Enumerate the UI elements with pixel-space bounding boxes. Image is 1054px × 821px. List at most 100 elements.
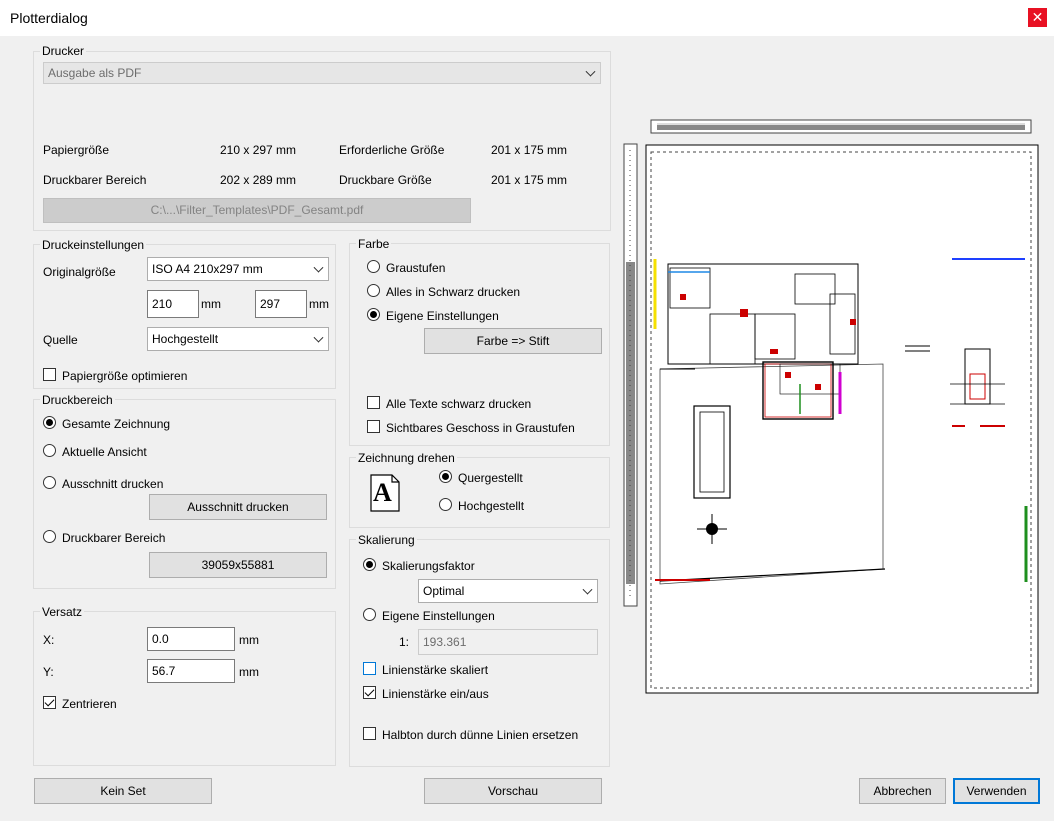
hoch-radio[interactable]	[439, 498, 452, 511]
chevron-down-icon	[313, 262, 324, 273]
druckeinstellungen-legend: Druckeinstellungen	[40, 238, 147, 252]
quelle-label: Quelle	[43, 333, 78, 347]
faktor-select[interactable]: Optimal	[418, 579, 598, 603]
skaliert-label: Linienstärke skaliert	[382, 663, 489, 677]
window-title: Plotterdialog	[10, 10, 88, 26]
druckbarer-radio[interactable]	[43, 530, 56, 543]
druckbarer-bereich-label: Druckbarer Bereich	[43, 173, 147, 187]
x-unit: mm	[239, 633, 259, 647]
printer-value: Ausgabe als PDF	[48, 66, 142, 80]
quer-label: Quergestellt	[458, 471, 523, 485]
quer-radio[interactable]	[439, 470, 452, 483]
eigene-farbe-radio[interactable]	[367, 308, 380, 321]
abbrechen-button[interactable]: Abbrechen	[859, 778, 946, 804]
size-button[interactable]: 39059x55881	[149, 552, 327, 578]
chevron-down-icon	[313, 332, 324, 343]
ausschnitt-button[interactable]: Ausschnitt drucken	[149, 494, 327, 520]
zentrieren-checkbox[interactable]	[43, 696, 56, 709]
preview-canvas	[623, 119, 1039, 694]
ausschnitt-radio[interactable]	[43, 476, 56, 489]
optimieren-checkbox[interactable]	[43, 368, 56, 381]
faktor-value: Optimal	[423, 584, 465, 598]
farbe-stift-button[interactable]: Farbe => Stift	[424, 328, 602, 354]
x-input[interactable]: 0.0	[147, 627, 235, 651]
faktor-label: Skalierungsfaktor	[382, 559, 475, 573]
pdf-path-button[interactable]: C:\...\Filter_Templates\PDF_Gesamt.pdf	[43, 198, 471, 223]
halbton-label: Halbton durch dünne Linien ersetzen	[382, 728, 579, 742]
preview-panel	[620, 114, 1044, 708]
geschoss-label: Sichtbares Geschoss in Graustufen	[386, 421, 575, 435]
aktuelle-radio[interactable]	[43, 444, 56, 457]
y-label: Y:	[43, 665, 54, 679]
page-orientation-icon: A	[370, 474, 400, 512]
texte-schwarz-checkbox[interactable]	[367, 396, 380, 409]
papiergroesse-label: Papiergröße	[43, 143, 110, 157]
ausschnitt-label: Ausschnitt drucken	[62, 477, 164, 491]
skalierung-legend: Skalierung	[356, 533, 417, 547]
quelle-value: Hochgestellt	[152, 332, 219, 346]
druckbare-groesse-label: Druckbare Größe	[339, 173, 432, 187]
schwarz-label: Alles in Schwarz drucken	[386, 285, 521, 299]
ratio-input[interactable]: 193.361	[418, 629, 598, 655]
farbe-legend: Farbe	[356, 237, 392, 251]
width-input[interactable]: 210	[147, 290, 199, 318]
eigene-skal-radio[interactable]	[363, 608, 376, 621]
druckbarer-bereich-value: 202 x 289 mm	[220, 173, 297, 187]
einaus-checkbox[interactable]	[363, 686, 376, 699]
originalgroesse-value: ISO A4 210x297 mm	[152, 262, 263, 276]
y-unit: mm	[239, 665, 259, 679]
druckbarer-label: Druckbarer Bereich	[62, 531, 166, 545]
optimieren-label: Papiergröße optimieren	[62, 369, 188, 383]
height-input[interactable]: 297	[255, 290, 307, 318]
geschoss-checkbox[interactable]	[367, 420, 380, 433]
close-button[interactable]: ✕	[1028, 8, 1047, 27]
height-unit: mm	[309, 297, 329, 311]
printer-select[interactable]: Ausgabe als PDF	[43, 62, 601, 84]
width-unit: mm	[201, 297, 221, 311]
ratio-prefix: 1:	[399, 635, 410, 649]
papiergroesse-value: 210 x 297 mm	[220, 143, 297, 157]
y-input[interactable]: 56.7	[147, 659, 235, 683]
eigene-farbe-label: Eigene Einstellungen	[386, 309, 499, 323]
schwarz-radio[interactable]	[367, 284, 380, 297]
drehen-group	[349, 457, 610, 528]
hoch-label: Hochgestellt	[458, 499, 525, 513]
verwenden-button[interactable]: Verwenden	[953, 778, 1040, 804]
erforderliche-value: 201 x 175 mm	[491, 143, 568, 157]
drucker-legend: Drucker	[40, 44, 87, 58]
zentrieren-label: Zentrieren	[62, 697, 117, 711]
druckeinstellungen-group	[33, 244, 336, 389]
einaus-label: Linienstärke ein/aus	[382, 687, 489, 701]
chevron-down-icon	[582, 584, 593, 595]
gesamte-label: Gesamte Zeichnung	[62, 417, 171, 431]
drehen-legend: Zeichnung drehen	[356, 451, 457, 465]
page-orientation-letter: A	[373, 478, 392, 507]
vorschau-button[interactable]: Vorschau	[424, 778, 602, 804]
chevron-down-icon	[585, 66, 596, 77]
druckbare-groesse-value: 201 x 175 mm	[491, 173, 568, 187]
originalgroesse-label: Originalgröße	[43, 265, 116, 279]
graustufen-label: Graustufen	[386, 261, 446, 275]
title-bar	[0, 0, 1054, 36]
druckbereich-legend: Druckbereich	[40, 393, 115, 407]
druckbereich-group	[33, 399, 336, 589]
erforderliche-label: Erforderliche Größe	[339, 143, 445, 157]
gesamte-radio[interactable]	[43, 416, 56, 429]
faktor-radio[interactable]	[363, 558, 376, 571]
farbe-group	[349, 243, 610, 446]
texte-schwarz-label: Alle Texte schwarz drucken	[386, 397, 532, 411]
aktuelle-label: Aktuelle Ansicht	[62, 445, 147, 459]
eigene-skal-label: Eigene Einstellungen	[382, 609, 495, 623]
originalgroesse-select[interactable]: ISO A4 210x297 mm	[147, 257, 329, 281]
graustufen-radio[interactable]	[367, 260, 380, 273]
x-label: X:	[43, 633, 55, 647]
halbton-checkbox[interactable]	[363, 727, 376, 740]
kein-set-button[interactable]: Kein Set	[34, 778, 212, 804]
versatz-group	[33, 611, 336, 766]
skalierung-group	[349, 539, 610, 767]
quelle-select[interactable]: Hochgestellt	[147, 327, 329, 351]
close-icon: ✕	[1031, 9, 1044, 25]
skaliert-checkbox[interactable]	[363, 662, 376, 675]
versatz-legend: Versatz	[40, 605, 85, 619]
drucker-group	[33, 51, 611, 231]
